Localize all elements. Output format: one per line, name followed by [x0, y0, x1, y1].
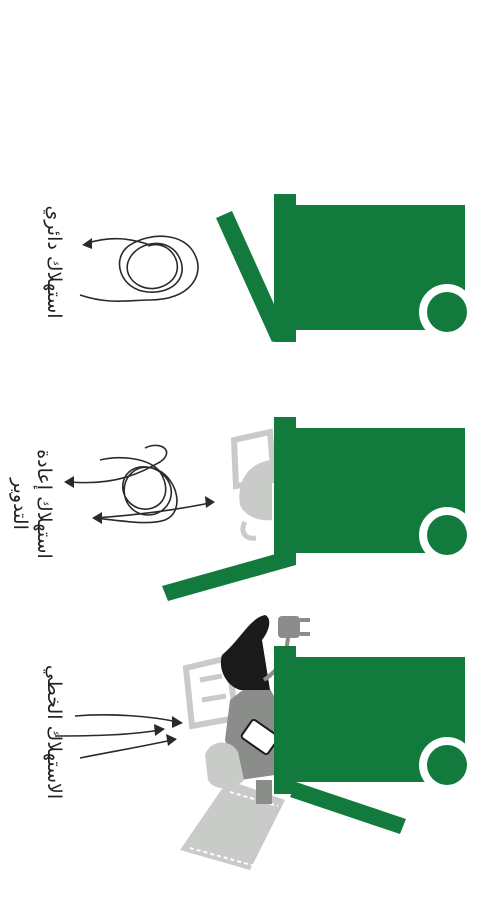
bin-rim — [274, 646, 296, 794]
label-line: التدوير — [8, 444, 32, 564]
bin-rim — [274, 417, 296, 565]
label-line: استهلاك دائري — [42, 202, 66, 322]
label-line: استهلاك إعادة — [32, 444, 56, 564]
bin-wheel — [427, 745, 467, 785]
bin-circular — [216, 194, 475, 342]
bin-recycling — [162, 417, 475, 601]
bin-linear — [274, 646, 475, 834]
bin-wheel — [427, 292, 467, 332]
closed-loop-icon — [80, 236, 198, 301]
straight-arrows-icon — [55, 715, 183, 758]
label-line: الاستهلاك الخطي — [42, 652, 66, 812]
bin-lid — [162, 550, 296, 601]
bin-lid — [290, 782, 406, 834]
bin-wheel — [427, 515, 467, 555]
partial-loop-icon — [64, 445, 215, 524]
label-linear: الاستهلاك الخطي — [36, 652, 66, 812]
label-circular: استهلاك دائري — [36, 202, 66, 322]
waste-recycling — [234, 432, 274, 538]
label-recycling: استهلاك إعادة التدوير — [4, 444, 56, 564]
